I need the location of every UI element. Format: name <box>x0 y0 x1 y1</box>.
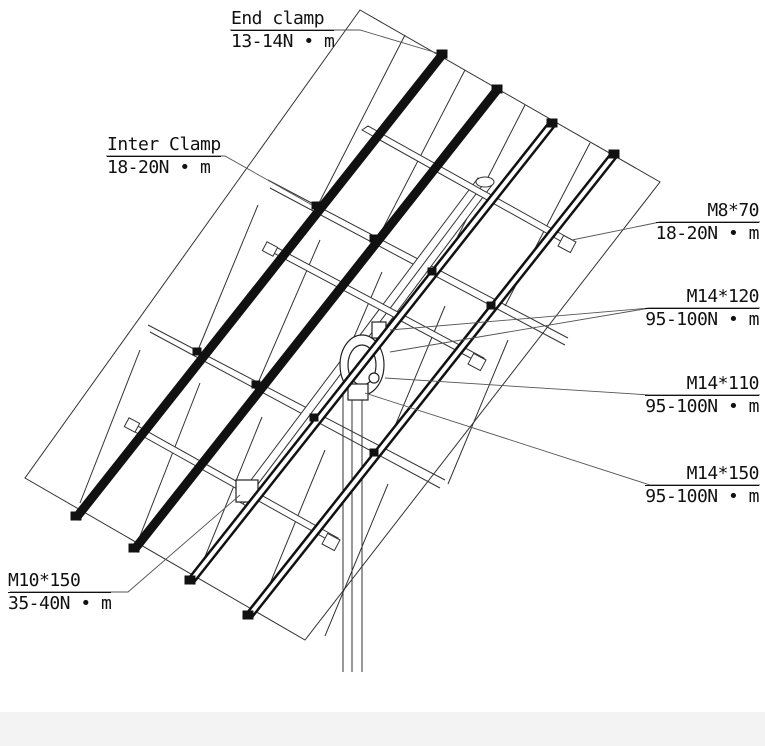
inter-clamp <box>427 267 437 276</box>
m14x120-label: M14*120 95-100N • m <box>645 287 759 330</box>
m10x150-label: M10*150 35-40N • m <box>8 571 112 614</box>
panel-array-outline <box>24 9 661 641</box>
rail <box>72 52 446 521</box>
cross-purlins <box>123 125 577 552</box>
m8x70-torque: 18-20N • m <box>655 223 760 244</box>
m10x150-torque: 35-40N • m <box>8 593 112 614</box>
end-clamp <box>128 543 140 553</box>
end-clamp <box>491 84 503 94</box>
panel-column-divider <box>139 382 201 537</box>
inter-clamp <box>192 347 202 356</box>
m14x110-label: M14*110 95-100N • m <box>645 374 759 417</box>
rail <box>246 153 616 619</box>
rails <box>72 52 618 620</box>
m8x70-label: M8*70 18-20N • m <box>655 201 760 244</box>
inter-clamp <box>251 380 261 389</box>
inter-clamp-torque: 18-20N • m <box>107 157 211 178</box>
m14x120-spec: M14*120 <box>645 287 759 309</box>
end-clamp-torque: 13-14N • m <box>231 31 335 52</box>
m14x110-spec: M14*110 <box>645 374 759 396</box>
footer-band <box>0 712 765 746</box>
leader-m14x120-b <box>389 307 651 353</box>
m10x150-spec: M10*150 <box>8 571 112 593</box>
panel-column-divider <box>377 69 466 239</box>
panel-column-divider <box>199 416 263 570</box>
panel-column-divider <box>447 339 509 485</box>
rail <box>130 87 501 553</box>
clamps <box>70 49 620 620</box>
panel-column-divider <box>324 483 389 637</box>
inter-clamp-spec: Inter Clamp <box>107 134 221 157</box>
m14x150-label: M14*150 95-100N • m <box>645 464 759 507</box>
end-clamp <box>242 610 254 620</box>
end-clamp <box>436 49 448 59</box>
panel-column-divider <box>197 204 259 351</box>
m14x110-torque: 95-100N • m <box>645 396 759 417</box>
end-clamp <box>546 118 558 128</box>
mast <box>342 395 363 672</box>
inter-clamp <box>369 448 379 457</box>
inter-clamp <box>309 413 319 422</box>
inter-clamp <box>486 301 496 310</box>
panel-column-divider <box>261 449 326 604</box>
panel-column-divider <box>257 239 321 384</box>
m14x150-spec: M14*150 <box>645 464 759 486</box>
panel-array <box>24 9 661 641</box>
inter-clamp <box>311 201 321 210</box>
end-clamp <box>184 575 196 585</box>
end-clamp-label: End clamp 13-14N • m <box>231 9 335 52</box>
panel-column-divider <box>79 349 141 504</box>
m8x70-spec: M8*70 <box>655 201 760 223</box>
end-clamp-spec: End clamp <box>231 9 335 31</box>
inter-clamp <box>369 234 379 243</box>
inter-clamp-label: Inter Clamp 18-20N • m <box>107 135 221 178</box>
end-clamp <box>70 511 82 521</box>
panel-column-divider <box>317 34 406 206</box>
m14x150-torque: 95-100N • m <box>645 486 759 507</box>
rail <box>188 122 554 584</box>
end-clamp <box>608 149 620 159</box>
m14x120-torque: 95-100N • m <box>645 309 759 330</box>
